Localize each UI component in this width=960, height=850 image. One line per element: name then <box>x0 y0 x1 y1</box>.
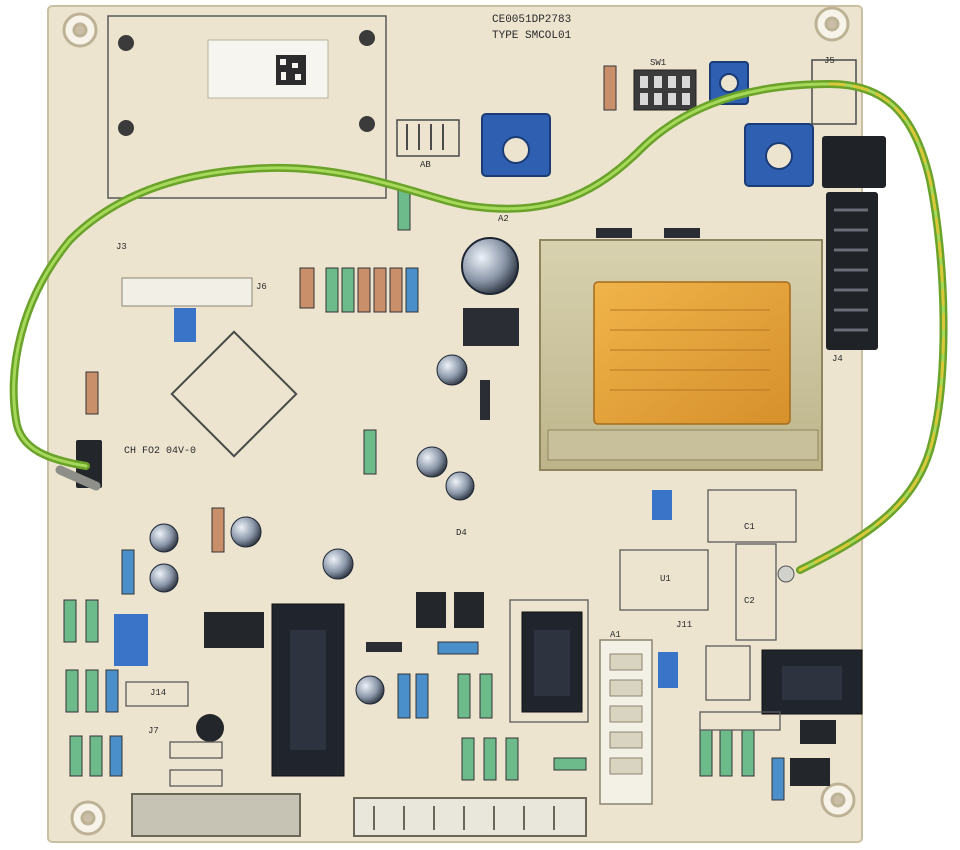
ref-j14: J14 <box>150 688 167 698</box>
barcode-sticker <box>207 39 329 99</box>
semiconductors <box>76 440 836 786</box>
resistor-array <box>63 65 785 801</box>
blue-transistor <box>652 490 672 520</box>
ref-c1: C1 <box>744 522 755 532</box>
connector-a8 <box>396 119 460 157</box>
film-capacitor-2 <box>114 614 148 666</box>
ref-ab: AB <box>420 160 431 170</box>
ref-sw1: SW1 <box>650 58 667 68</box>
regulator <box>463 308 519 346</box>
certification-code: CE0051DP2783 <box>492 14 572 26</box>
wire-terminal <box>55 465 101 491</box>
ref-a1: A1 <box>610 630 621 640</box>
flammability-marking: CH FO2 04V-0 <box>124 446 197 457</box>
connector-bottom-right <box>353 797 587 837</box>
mounting-holes <box>62 6 856 836</box>
blue-transistor-2 <box>658 652 678 688</box>
ref-a2: A2 <box>498 214 509 224</box>
ref-d4: D4 <box>456 528 467 538</box>
ic-footprint <box>170 330 298 458</box>
ref-j4: J4 <box>832 354 843 364</box>
connector-bottom-left <box>131 793 301 837</box>
electrolytic-capacitors <box>149 237 519 705</box>
transformer-coil <box>593 281 791 425</box>
diodes <box>366 228 700 652</box>
connector-j5 <box>822 136 886 188</box>
ref-c2: C2 <box>744 596 755 606</box>
ref-j6: J6 <box>256 282 267 292</box>
ref-j5: J5 <box>824 56 835 66</box>
ref-j7: J7 <box>148 726 159 736</box>
ground-terminal <box>777 565 795 583</box>
ref-u1: U1 <box>660 574 671 584</box>
film-capacitor <box>174 308 196 342</box>
silkscreen-panel <box>107 15 387 199</box>
ref-j3: J3 <box>116 242 127 252</box>
ref-j11: J11 <box>676 620 693 630</box>
board-type-label: TYPE SMCOL01 <box>492 30 572 42</box>
